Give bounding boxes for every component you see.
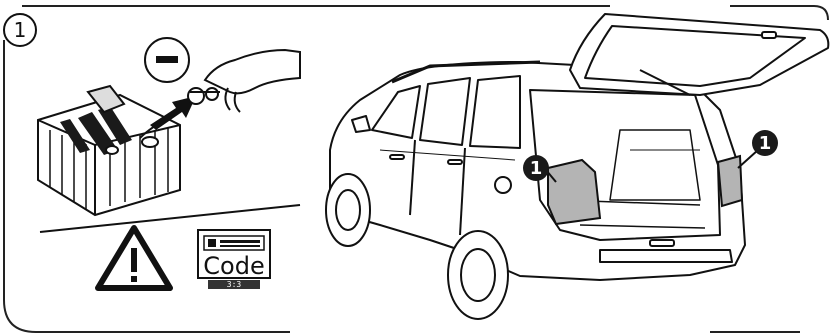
warning-triangle-icon bbox=[95, 225, 173, 291]
right-trim-panel bbox=[716, 154, 744, 208]
callout-right-number: 1 bbox=[759, 133, 772, 154]
step-number: 1 bbox=[14, 18, 27, 42]
ground-line bbox=[39, 204, 301, 233]
code-sub-label: 3:3 bbox=[227, 280, 242, 289]
callout-left-number: 1 bbox=[530, 158, 543, 179]
frame bbox=[3, 5, 829, 333]
disconnect-arrow bbox=[150, 96, 196, 130]
left-trim-panel bbox=[547, 158, 602, 226]
code-label: Code bbox=[203, 252, 264, 280]
step-badge: 1 bbox=[3, 13, 37, 47]
callout-left: 1 bbox=[523, 155, 557, 183]
battery-illustration bbox=[37, 84, 181, 217]
callout-right: 1 bbox=[737, 130, 778, 169]
minus-circle-icon bbox=[144, 37, 190, 83]
hand-illustration bbox=[187, 48, 301, 113]
radio-code-icon: Code 3:3 bbox=[197, 229, 271, 289]
